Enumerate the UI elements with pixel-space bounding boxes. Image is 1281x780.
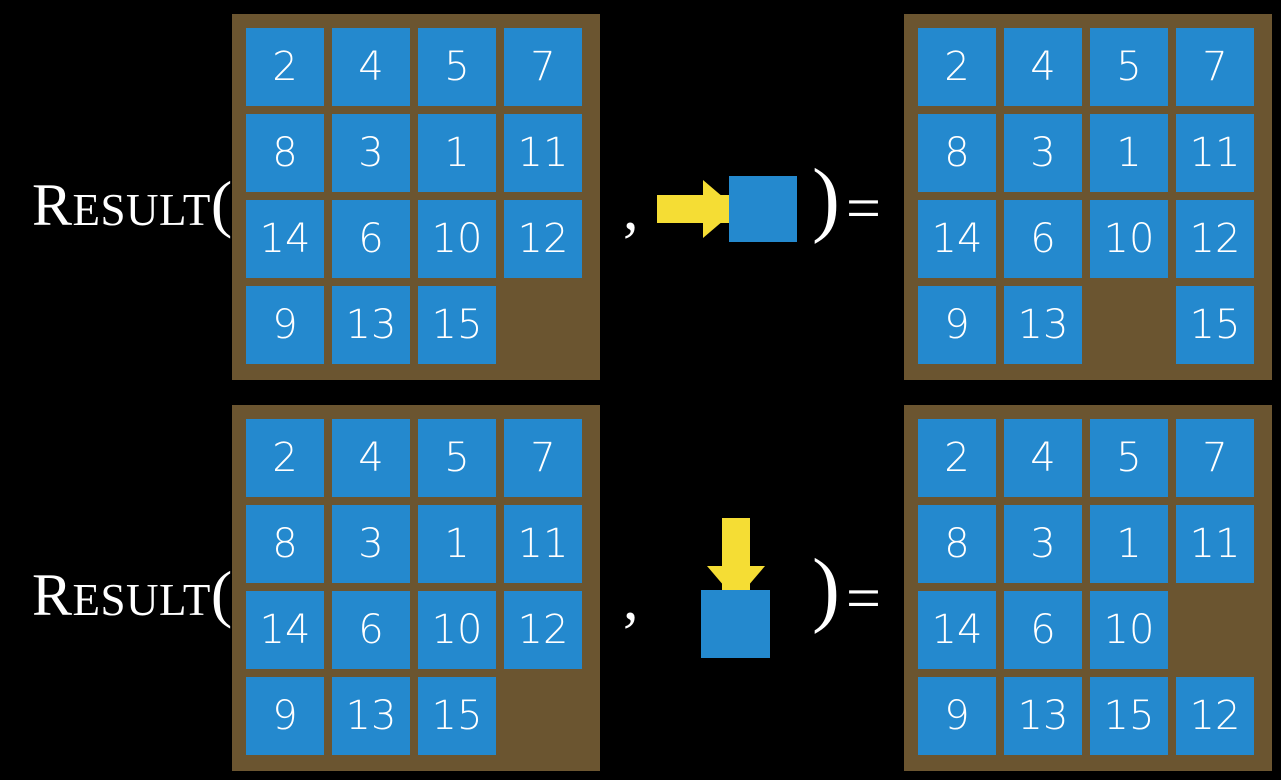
tile[interactable]: 5 [1090, 28, 1168, 106]
result-label-bottom-rest: ESULT [72, 575, 211, 625]
tile[interactable]: 6 [1004, 200, 1082, 278]
tile[interactable]: 9 [918, 677, 996, 755]
result-label-bottom-open-paren: ( [210, 558, 233, 629]
tile[interactable]: 13 [1004, 286, 1082, 364]
tile[interactable]: 10 [418, 591, 496, 669]
argument-separator-comma-top: , [623, 175, 639, 243]
tile[interactable]: 12 [1176, 677, 1254, 755]
tile[interactable]: 7 [1176, 28, 1254, 106]
tile[interactable]: 4 [332, 419, 410, 497]
tile[interactable]: 8 [246, 505, 324, 583]
tile[interactable]: 8 [918, 505, 996, 583]
tile[interactable]: 12 [1176, 200, 1254, 278]
tile[interactable]: 10 [1090, 200, 1168, 278]
tile[interactable]: 14 [246, 200, 324, 278]
tile[interactable]: 15 [418, 286, 496, 364]
equals-sign-top: = [846, 175, 881, 243]
tile[interactable]: 9 [246, 286, 324, 364]
tile[interactable]: 8 [246, 114, 324, 192]
tile[interactable]: 12 [504, 200, 582, 278]
blank-tile[interactable] [1090, 286, 1168, 364]
result-label-bottom-initial: R [32, 562, 73, 628]
tile[interactable]: 5 [1090, 419, 1168, 497]
close-paren-top: ) [812, 152, 840, 245]
tile[interactable]: 11 [1176, 114, 1254, 192]
tile[interactable]: 15 [1176, 286, 1254, 364]
close-paren-bottom: ) [812, 542, 840, 635]
equals-sign-bottom: = [846, 565, 881, 633]
tile[interactable]: 9 [918, 286, 996, 364]
tile[interactable]: 12 [504, 591, 582, 669]
action-blank-square-top [729, 176, 797, 242]
tile[interactable]: 15 [1090, 677, 1168, 755]
tile[interactable]: 10 [1090, 591, 1168, 669]
tile[interactable]: 14 [918, 200, 996, 278]
tile[interactable]: 4 [1004, 28, 1082, 106]
argument-separator-comma-bottom: , [623, 565, 639, 633]
tile[interactable]: 5 [418, 28, 496, 106]
action-blank-square-bottom [701, 590, 770, 658]
tile[interactable]: 3 [1004, 505, 1082, 583]
tile[interactable]: 6 [332, 200, 410, 278]
tile[interactable]: 7 [504, 419, 582, 497]
result-label-top: RESULT( [32, 172, 233, 236]
tile[interactable]: 3 [332, 505, 410, 583]
tile[interactable]: 3 [332, 114, 410, 192]
blank-tile[interactable] [504, 286, 582, 364]
tile[interactable]: 5 [418, 419, 496, 497]
tile[interactable]: 8 [918, 114, 996, 192]
tile[interactable]: 6 [1004, 591, 1082, 669]
tile[interactable]: 4 [1004, 419, 1082, 497]
tile[interactable]: 13 [1004, 677, 1082, 755]
tile[interactable]: 11 [1176, 505, 1254, 583]
tile[interactable]: 7 [504, 28, 582, 106]
tile[interactable]: 7 [1176, 419, 1254, 497]
tile[interactable]: 2 [918, 419, 996, 497]
result-label-top-open-paren: ( [210, 168, 233, 239]
tile[interactable]: 1 [418, 505, 496, 583]
tile[interactable]: 3 [1004, 114, 1082, 192]
result-label-top-initial: R [32, 172, 73, 238]
tile[interactable]: 1 [1090, 505, 1168, 583]
input-board-bottom: 2 4 5 7 8 3 1 11 14 6 10 12 9 13 15 [232, 405, 600, 771]
tile[interactable]: 11 [504, 114, 582, 192]
tile[interactable]: 2 [246, 419, 324, 497]
blank-tile[interactable] [504, 677, 582, 755]
tile[interactable]: 4 [332, 28, 410, 106]
output-board-top: 2 4 5 7 8 3 1 11 14 6 10 12 9 13 15 [904, 14, 1272, 380]
input-board-top: 2 4 5 7 8 3 1 11 14 6 10 12 9 13 15 [232, 14, 600, 380]
tile[interactable]: 2 [918, 28, 996, 106]
tile[interactable]: 1 [1090, 114, 1168, 192]
result-label-top-rest: ESULT [72, 185, 211, 235]
tile[interactable]: 1 [418, 114, 496, 192]
output-board-bottom: 2 4 5 7 8 3 1 11 14 6 10 9 13 15 12 [904, 405, 1272, 771]
tile[interactable]: 2 [246, 28, 324, 106]
tile[interactable]: 9 [246, 677, 324, 755]
tile[interactable]: 11 [504, 505, 582, 583]
tile[interactable]: 14 [918, 591, 996, 669]
tile[interactable]: 15 [418, 677, 496, 755]
tile[interactable]: 13 [332, 286, 410, 364]
tile[interactable]: 6 [332, 591, 410, 669]
result-label-bottom: RESULT( [32, 562, 233, 626]
tile[interactable]: 13 [332, 677, 410, 755]
tile[interactable]: 10 [418, 200, 496, 278]
blank-tile[interactable] [1176, 591, 1254, 669]
tile[interactable]: 14 [246, 591, 324, 669]
